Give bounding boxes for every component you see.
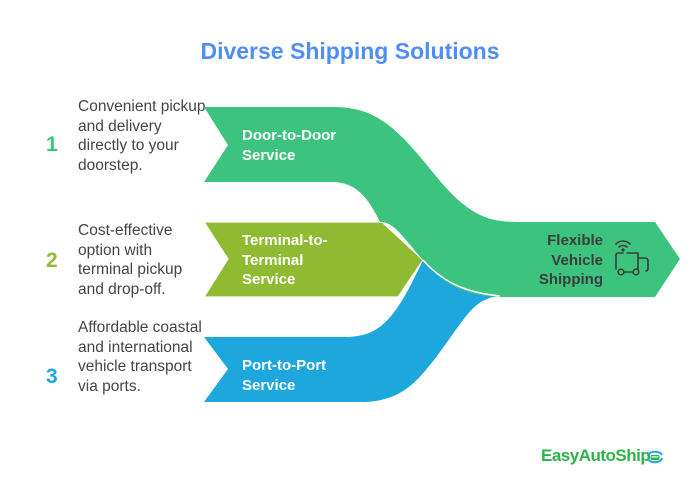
- label-line: Service: [242, 271, 296, 288]
- label-terminal-to-terminal: Terminal-to- Terminal Service: [242, 231, 328, 290]
- step-description-1: Convenient pickup and delivery directly …: [78, 98, 206, 174]
- label-line: Vehicle: [551, 251, 603, 269]
- label-line: Shipping: [538, 271, 603, 288]
- diagram-title: Diverse Shipping Solutions: [200, 38, 500, 64]
- band-port-to-port: [204, 260, 500, 402]
- label-port-to-port: Port-to-Port Service: [242, 356, 326, 395]
- label-line: Door-to-Door: [242, 127, 337, 144]
- label-line: Port-to-Port: [242, 357, 327, 374]
- destination-label: Flexible Vehicle Shipping: [539, 231, 603, 290]
- label-line: Terminal: [242, 251, 304, 269]
- step-description-2: Cost-effective option with terminal pick…: [78, 222, 183, 298]
- label-line: Terminal-to-: [242, 232, 328, 249]
- step-number-3: 3: [46, 365, 58, 388]
- step-description-3: Affordable coastal and international veh…: [78, 319, 202, 395]
- label-line: Service: [242, 376, 296, 394]
- step-number-2: 2: [46, 249, 58, 272]
- connected-truck-icon: [615, 240, 649, 276]
- label-line: Flexible: [547, 232, 603, 249]
- label-line: Service: [242, 146, 296, 164]
- brand-name: EasyAutoShip: [541, 446, 651, 465]
- band-door-to-door: [204, 107, 680, 297]
- car-logo-icon: [647, 450, 663, 464]
- label-door-to-door: Door-to-Door Service: [242, 126, 336, 165]
- step-number-1: 1: [46, 133, 58, 156]
- band-divider: [422, 259, 501, 297]
